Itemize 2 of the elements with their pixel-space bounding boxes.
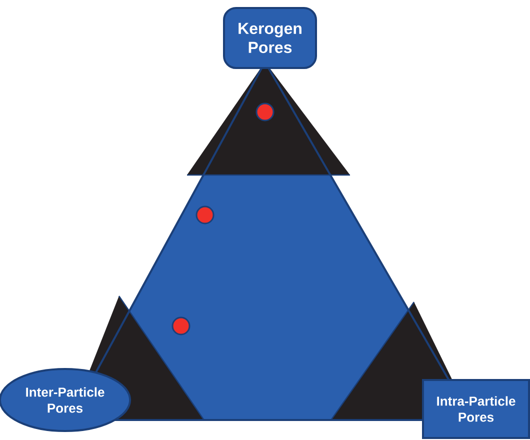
label-box: Intra-Particle Pores	[422, 379, 530, 439]
label-box: Kerogen Pores	[223, 7, 317, 69]
